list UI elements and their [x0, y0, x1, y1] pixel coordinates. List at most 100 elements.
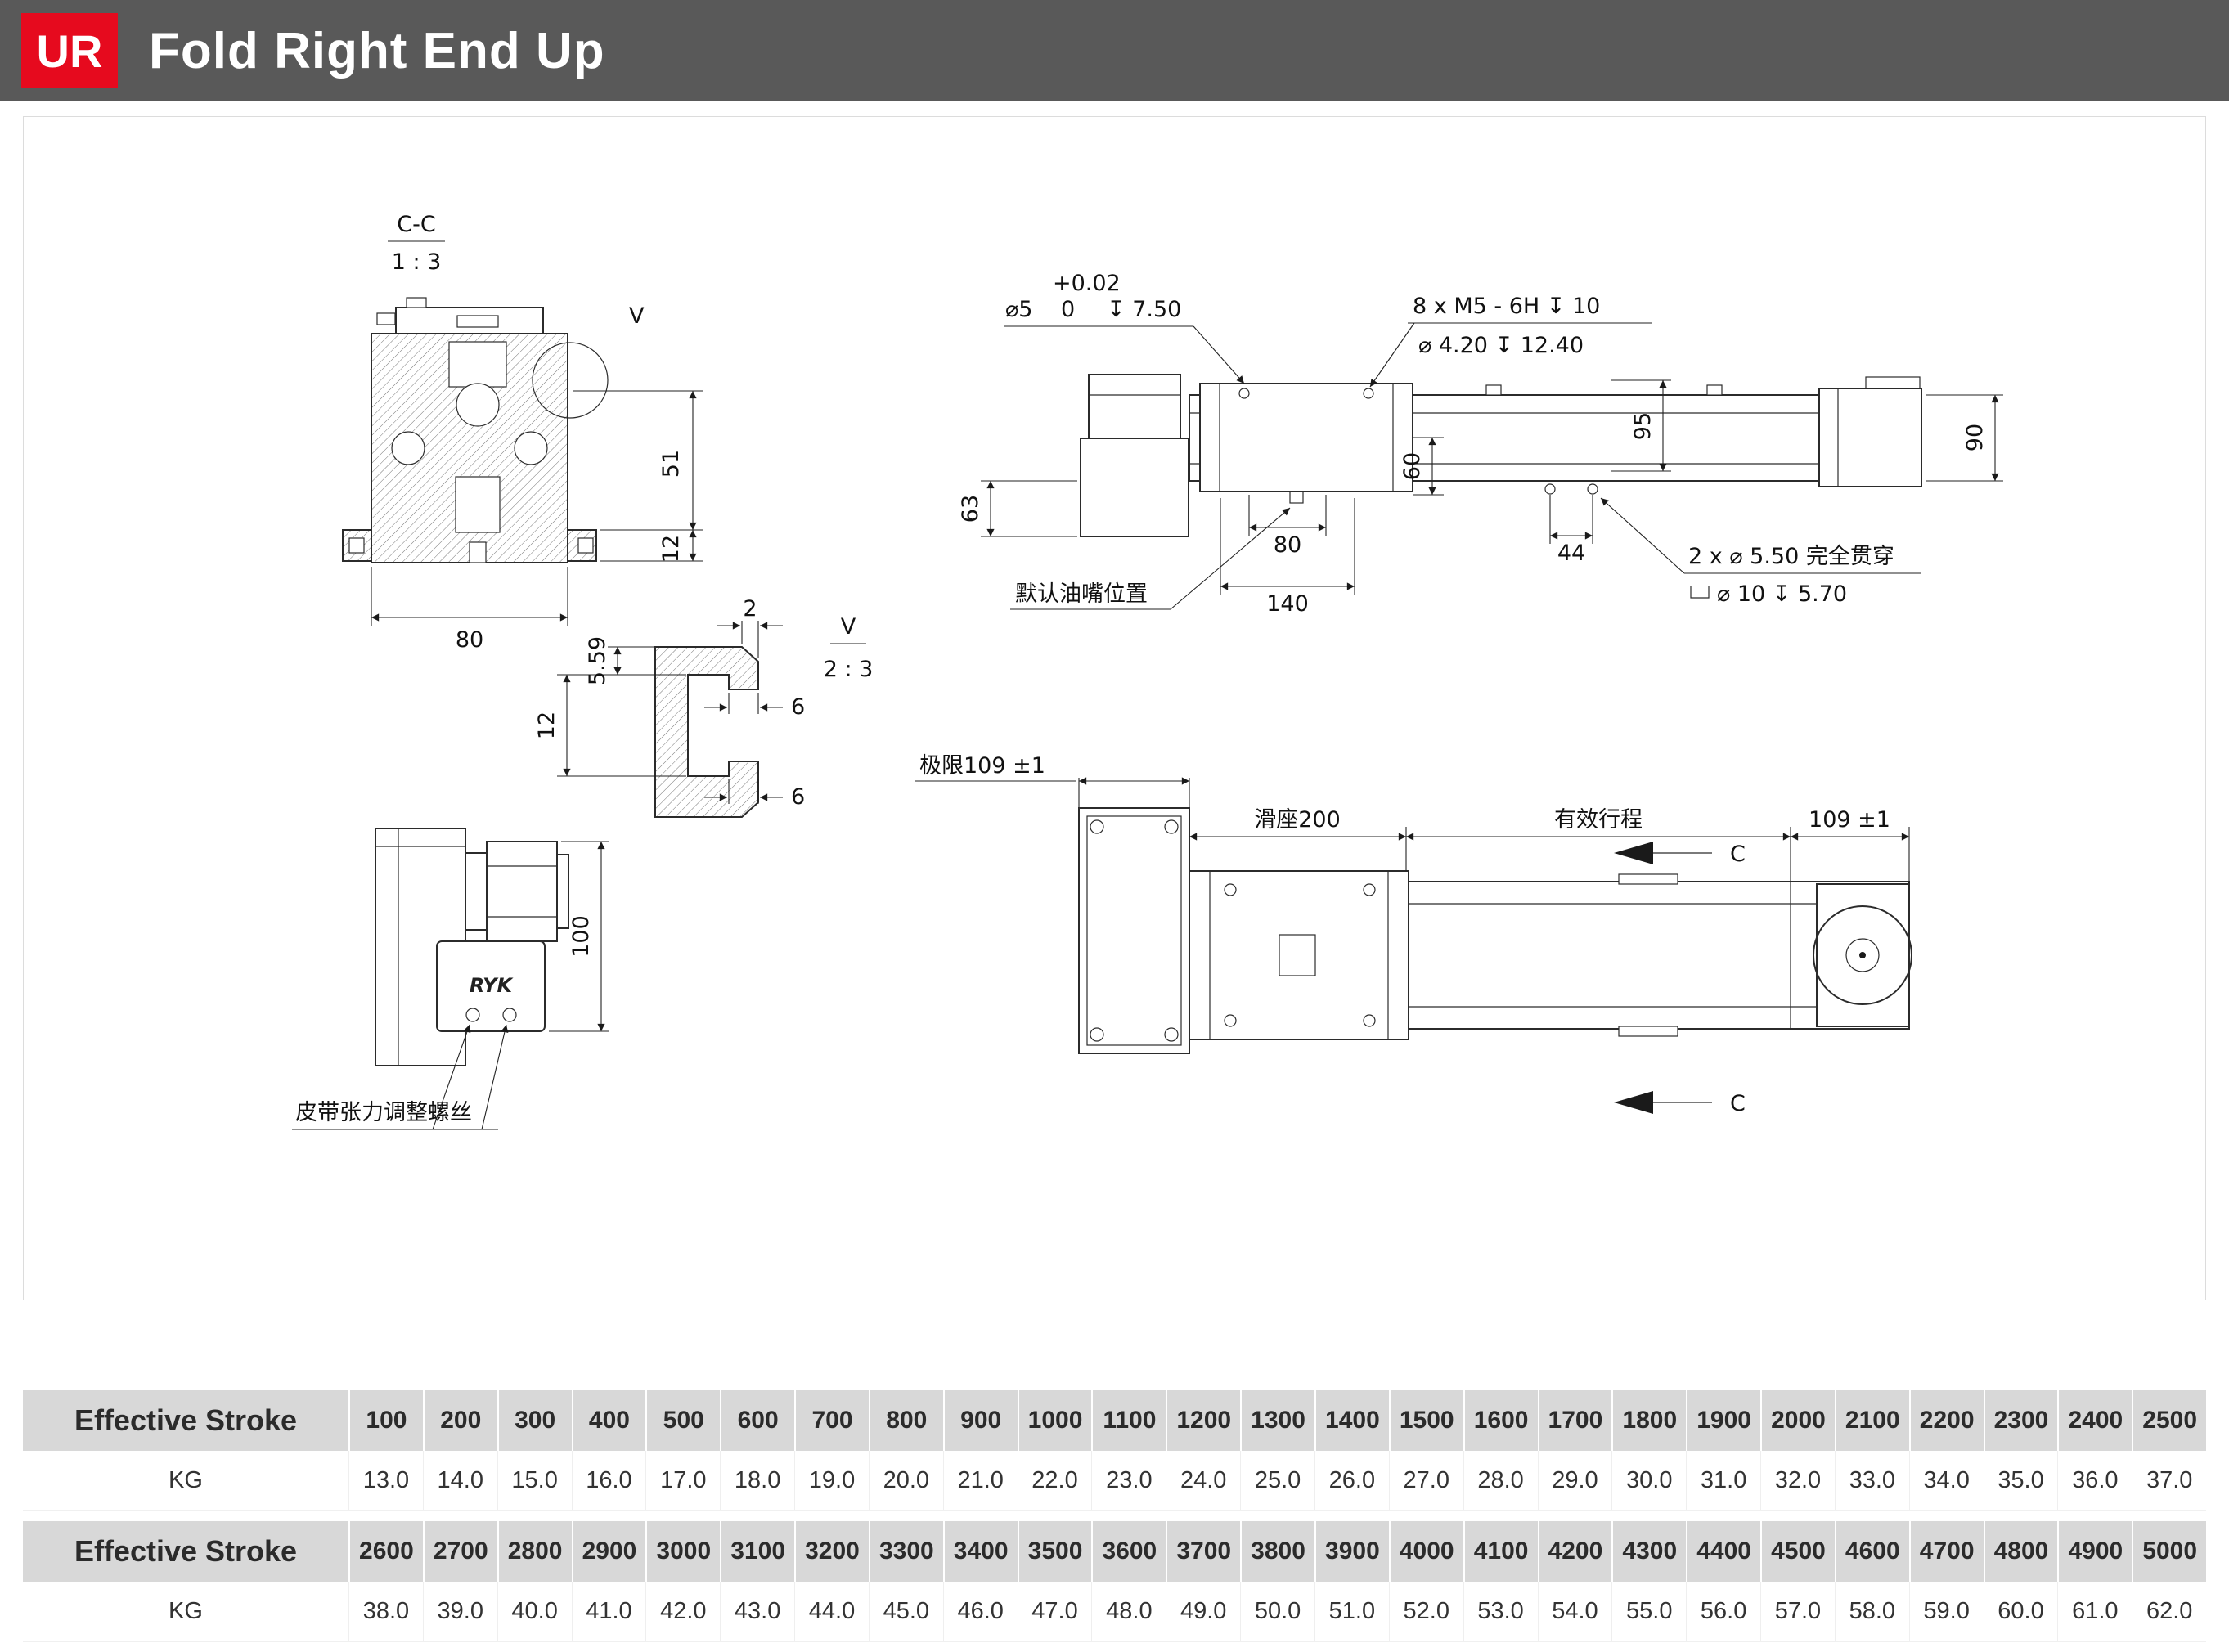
table-cell: 2600	[348, 1521, 423, 1582]
view-motor-fold: RYK 100 皮带张力调整螺丝	[292, 828, 609, 1130]
mount-hole	[1544, 483, 1556, 495]
brand-logo: RYK	[470, 974, 515, 997]
drawing-canvas: C-C 1 : 3 V	[292, 212, 2003, 1130]
table-cell: 1800	[1611, 1390, 1686, 1451]
table-cell: 26.0	[1314, 1451, 1389, 1510]
table-cell: 36.0	[2057, 1451, 2132, 1510]
table-cell: 24.0	[1166, 1451, 1240, 1510]
table-cell: 2400	[2057, 1390, 2132, 1451]
table-cell: 2100	[1834, 1390, 1909, 1451]
table-cell: 52.0	[1388, 1582, 1463, 1641]
table-cell: 43.0	[720, 1582, 794, 1641]
table-cell: 3300	[868, 1521, 943, 1582]
table-cell: 2500	[2132, 1390, 2206, 1451]
table-cell: 22.0	[1017, 1451, 1092, 1510]
table-cell: 1400	[1314, 1390, 1389, 1451]
table-cell: 40.0	[497, 1582, 572, 1641]
table-cell: 47.0	[1017, 1582, 1092, 1641]
series-badge: UR	[21, 13, 118, 88]
table-cell: 500	[645, 1390, 720, 1451]
detail-v-mark: V	[629, 303, 645, 329]
table-cell: 51.0	[1314, 1582, 1389, 1641]
motor-upper-block	[1088, 374, 1181, 439]
table-cell: 2700	[422, 1521, 497, 1582]
dim-90: 90	[1962, 424, 1988, 451]
tolerance-upper: +0.02	[1053, 271, 1121, 296]
table-cell: 14.0	[422, 1451, 497, 1510]
section-cc-label: C-C	[397, 212, 435, 237]
kg-label-2: KG	[169, 1597, 203, 1624]
table-cell: 25.0	[1240, 1451, 1314, 1510]
end-block	[1818, 388, 1922, 487]
table-cell: 19.0	[794, 1451, 869, 1510]
kg-label-1: KG	[169, 1466, 203, 1493]
table-cell: 2200	[1908, 1390, 1984, 1451]
title-bar: UR Fold Right End Up	[0, 0, 2229, 101]
table-cell: 1900	[1686, 1390, 1760, 1451]
thread-note: 8 x M5 - 6H ↧ 10	[1413, 294, 1600, 319]
table-cell: 200	[422, 1390, 497, 1451]
table-cell: 4100	[1463, 1521, 1538, 1582]
table-cell: 18.0	[720, 1451, 794, 1510]
section-c-bottom: C	[1730, 1091, 1746, 1116]
pin-depth: ↧ 7.50	[1107, 297, 1181, 322]
table-cell: 3400	[942, 1521, 1018, 1582]
dim-140: 140	[1266, 591, 1309, 617]
table-cell: 4900	[2057, 1521, 2132, 1582]
table-cell: 21.0	[942, 1451, 1018, 1510]
table-cell: 1600	[1463, 1390, 1538, 1451]
dim-12-detail: 12	[534, 712, 559, 739]
detail-v-scale: 2 : 3	[824, 657, 874, 682]
table-cell: 53.0	[1463, 1582, 1538, 1641]
grease-nipple	[1289, 491, 1304, 504]
dim-2: 2	[743, 596, 757, 622]
table-cell: 3500	[1017, 1521, 1092, 1582]
detail-v-callout-circle	[532, 342, 609, 419]
table-cell: 4000	[1388, 1521, 1463, 1582]
table-cell: 29.0	[1537, 1451, 1612, 1510]
table-cell: 37.0	[2132, 1451, 2206, 1510]
dim-95: 95	[1630, 412, 1656, 440]
table-cell: 1200	[1166, 1390, 1240, 1451]
belt-tension-note: 皮带张力调整螺丝	[295, 1100, 472, 1125]
table-cell: 600	[720, 1390, 794, 1451]
table-cell: 4800	[1983, 1521, 2058, 1582]
motor-body	[486, 841, 558, 942]
table-cell: 3800	[1240, 1521, 1314, 1582]
table-cell: 62.0	[2132, 1582, 2206, 1641]
thru-hole-note: 2 x ⌀ 5.50 完全贯穿	[1688, 544, 1894, 569]
table-cell: 31.0	[1686, 1451, 1760, 1510]
table-cell: 2800	[497, 1521, 572, 1582]
table-cell: 16.0	[571, 1451, 646, 1510]
table-cell: 2300	[1983, 1390, 2058, 1451]
mount-hole	[1587, 483, 1598, 495]
thru-cbore-note: ⌀ 10 ↧ 5.70	[1717, 581, 1847, 607]
section-arrow-icon	[1614, 842, 1653, 864]
dim-6-upper: 6	[791, 694, 805, 720]
table-cell: 1000	[1017, 1390, 1092, 1451]
table-cell: 48.0	[1091, 1582, 1166, 1641]
dim-12: 12	[658, 535, 684, 563]
pin-dia: ⌀5	[1005, 297, 1032, 322]
stroke-dim: 有效行程	[1554, 807, 1643, 833]
section-c-top: C	[1730, 842, 1746, 867]
table-cell: 20.0	[868, 1451, 943, 1510]
table-cell: 800	[868, 1390, 943, 1451]
view-section-cc: C-C 1 : 3 V	[342, 212, 703, 653]
table-cell: 1700	[1537, 1390, 1612, 1451]
table-cell: 1100	[1091, 1390, 1166, 1451]
dim-80-width: 80	[456, 627, 483, 653]
table-cell: 300	[497, 1390, 572, 1451]
table-cell: 55.0	[1611, 1582, 1686, 1641]
table-cell: 3600	[1091, 1521, 1166, 1582]
stroke-label-1: Effective Stroke	[74, 1403, 298, 1437]
stroke-label-2: Effective Stroke	[74, 1534, 298, 1568]
table-cell: 1300	[1240, 1390, 1314, 1451]
table-cell: 46.0	[942, 1582, 1018, 1641]
tension-screw	[465, 1008, 480, 1022]
